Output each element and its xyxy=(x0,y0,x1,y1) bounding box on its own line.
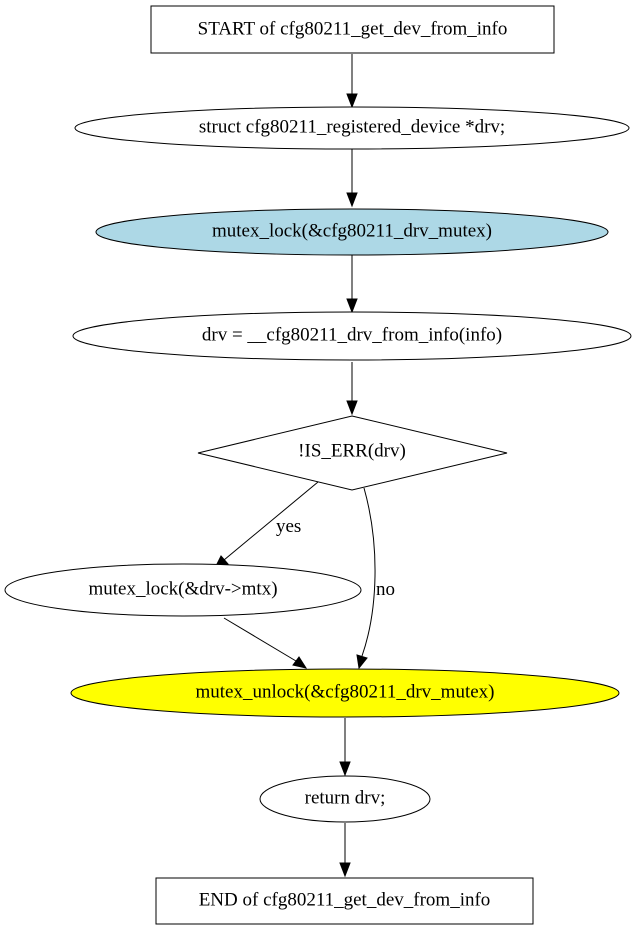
node-declaration: struct cfg80211_registered_device *drv; xyxy=(74,106,630,150)
mutex-unlock-label: mutex_unlock(&cfg80211_drv_mutex) xyxy=(195,681,494,702)
edge-label-yes: yes xyxy=(276,516,301,537)
mutex-lock-drv-mutex-label: mutex_lock(&cfg80211_drv_mutex) xyxy=(212,220,492,241)
edge-return-to-end xyxy=(339,823,351,878)
mutex-lock-drv-mutex-ellipse xyxy=(95,208,609,256)
edge-unlock-to-return xyxy=(339,718,351,777)
edge-decl-to-lock xyxy=(346,149,358,208)
edge-start-to-decl xyxy=(346,54,358,109)
end-box xyxy=(155,877,534,925)
edge-lock-mtx-to-unlock xyxy=(223,617,308,669)
edge-assign-to-decision xyxy=(346,362,358,416)
edge-lock-to-assign xyxy=(346,255,358,314)
nodes: START of cfg80211_get_dev_from_info stru… xyxy=(4,5,632,925)
assign-drv-label: drv = __cfg80211_drv_from_info(info) xyxy=(202,324,502,345)
node-assign-drv: drv = __cfg80211_drv_from_info(info) xyxy=(72,311,632,361)
assign-drv-ellipse xyxy=(72,311,632,361)
node-end: END of cfg80211_get_dev_from_info xyxy=(155,877,534,925)
declaration-ellipse xyxy=(74,106,630,150)
node-start: START of cfg80211_get_dev_from_info xyxy=(150,5,555,54)
edge-label-no: no xyxy=(376,579,395,600)
decision-label: !IS_ERR(drv) xyxy=(298,440,406,461)
start-box xyxy=(150,5,555,54)
node-mutex-lock-drv-mtx: mutex_lock(&drv->mtx) xyxy=(4,563,362,617)
return-ellipse xyxy=(259,775,431,823)
mutex-unlock-ellipse xyxy=(70,668,620,718)
mutex-lock-drv-mtx-ellipse xyxy=(4,563,362,617)
start-label: START of cfg80211_get_dev_from_info xyxy=(198,18,508,39)
edge-decision-to-lock-mtx: yes xyxy=(214,481,319,569)
end-label: END of cfg80211_get_dev_from_info xyxy=(199,889,491,910)
node-mutex-unlock: mutex_unlock(&cfg80211_drv_mutex) xyxy=(70,668,620,718)
node-return: return drv; xyxy=(259,775,431,823)
edge-decision-to-unlock: no xyxy=(356,487,395,670)
node-decision: !IS_ERR(drv) xyxy=(197,415,508,491)
mutex-lock-drv-mtx-label: mutex_lock(&drv->mtx) xyxy=(88,578,277,599)
return-label: return drv; xyxy=(305,787,386,808)
node-mutex-lock-drv-mutex: mutex_lock(&cfg80211_drv_mutex) xyxy=(95,208,609,256)
decision-diamond xyxy=(197,415,508,491)
declaration-label: struct cfg80211_registered_device *drv; xyxy=(199,116,505,137)
